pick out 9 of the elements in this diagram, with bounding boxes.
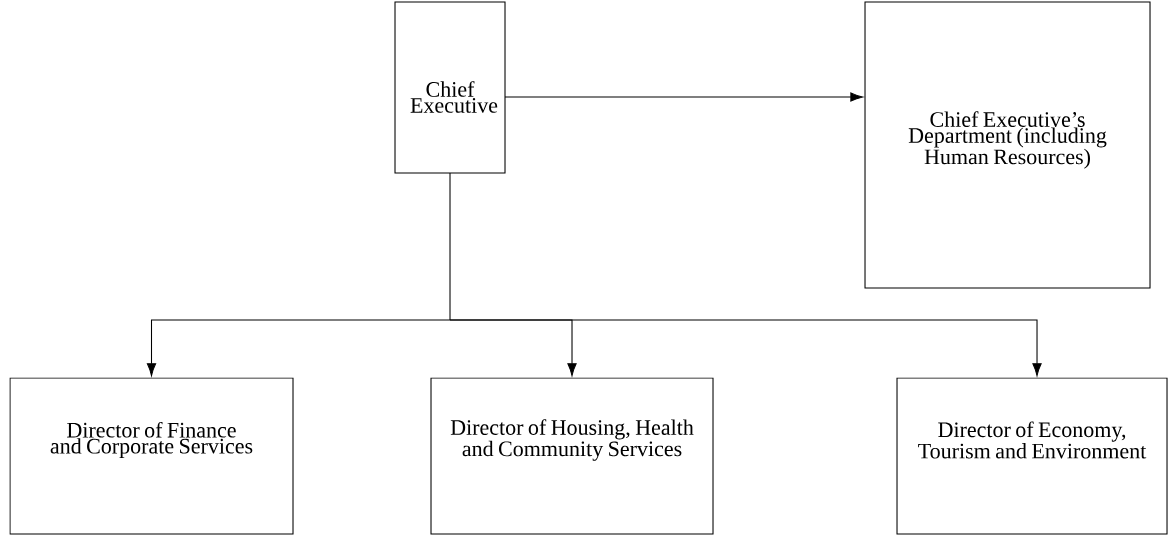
arrow [504,92,864,102]
org-box: Director of Housing, Health and Community Services [430,377,714,535]
connector-line [449,172,451,321]
org-box: Director of Economy, Tourism and Environment [896,377,1168,535]
arrow [146,319,451,377]
arrow [449,319,1042,377]
org-box: Chief Executive [394,1,506,174]
org-box: Chief Executive’s Department (including Human Resources) [864,1,1151,289]
org-box: Director of Finance and Corporate Services [9,377,294,535]
